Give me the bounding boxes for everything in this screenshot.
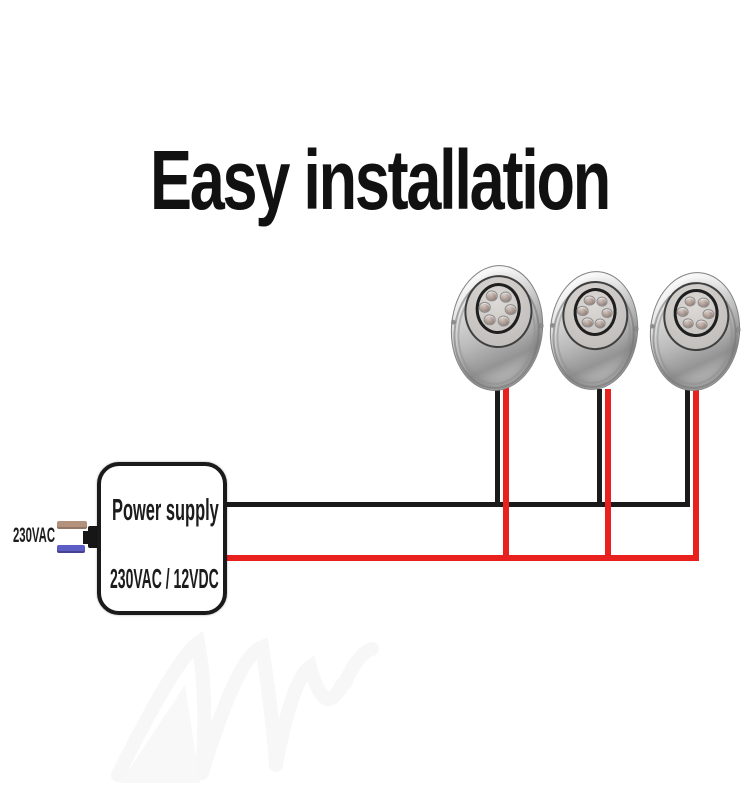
led-lens: [593, 317, 607, 329]
mains-voltage-label: 230VAC: [13, 524, 56, 547]
light-3-negative-wire: [685, 388, 690, 507]
led-plate: [571, 286, 619, 339]
led-lens: [676, 306, 690, 318]
light-1-negative-wire: [495, 388, 500, 507]
led-light-1: [445, 261, 549, 395]
led-plate: [473, 281, 524, 337]
page-title: Easy installation: [150, 133, 611, 227]
led-lens: [496, 314, 511, 327]
led-lens: [595, 296, 609, 308]
power-supply-box: Power supply 230VAC / 12VDC: [97, 462, 227, 615]
power-supply-spec-label: 230VAC / 12VDC: [110, 563, 219, 594]
led-lens: [485, 290, 499, 303]
led-lens: [583, 294, 596, 307]
led-lens: [701, 308, 715, 320]
power-supply-label: Power supply: [112, 492, 219, 527]
led-lens: [694, 318, 708, 330]
led-lens: [498, 291, 513, 304]
light-3-positive-wire: [693, 388, 699, 561]
led-lens: [504, 303, 518, 316]
light-2-positive-wire: [605, 389, 611, 561]
light-1-positive-wire: [503, 388, 509, 561]
led-plate: [672, 287, 721, 340]
led-lens: [696, 297, 710, 309]
led-lens: [483, 313, 497, 326]
mains-live-wire: [57, 521, 87, 529]
negative-bus-wire: [227, 502, 690, 507]
led-lens: [681, 317, 695, 329]
mains-neutral-wire: [57, 545, 85, 553]
mains-plug-icon: [83, 531, 91, 544]
led-lens: [478, 301, 492, 314]
led-lens: [600, 307, 614, 319]
watermark: [111, 630, 379, 783]
positive-bus-wire: [227, 555, 698, 561]
light-2-negative-wire: [597, 389, 602, 507]
led-lens: [581, 316, 594, 328]
led-lens: [683, 295, 697, 308]
led-light-2: [544, 267, 644, 394]
mains-plug-icon: [88, 526, 99, 548]
led-lens: [576, 305, 589, 317]
led-light-3: [644, 268, 744, 395]
